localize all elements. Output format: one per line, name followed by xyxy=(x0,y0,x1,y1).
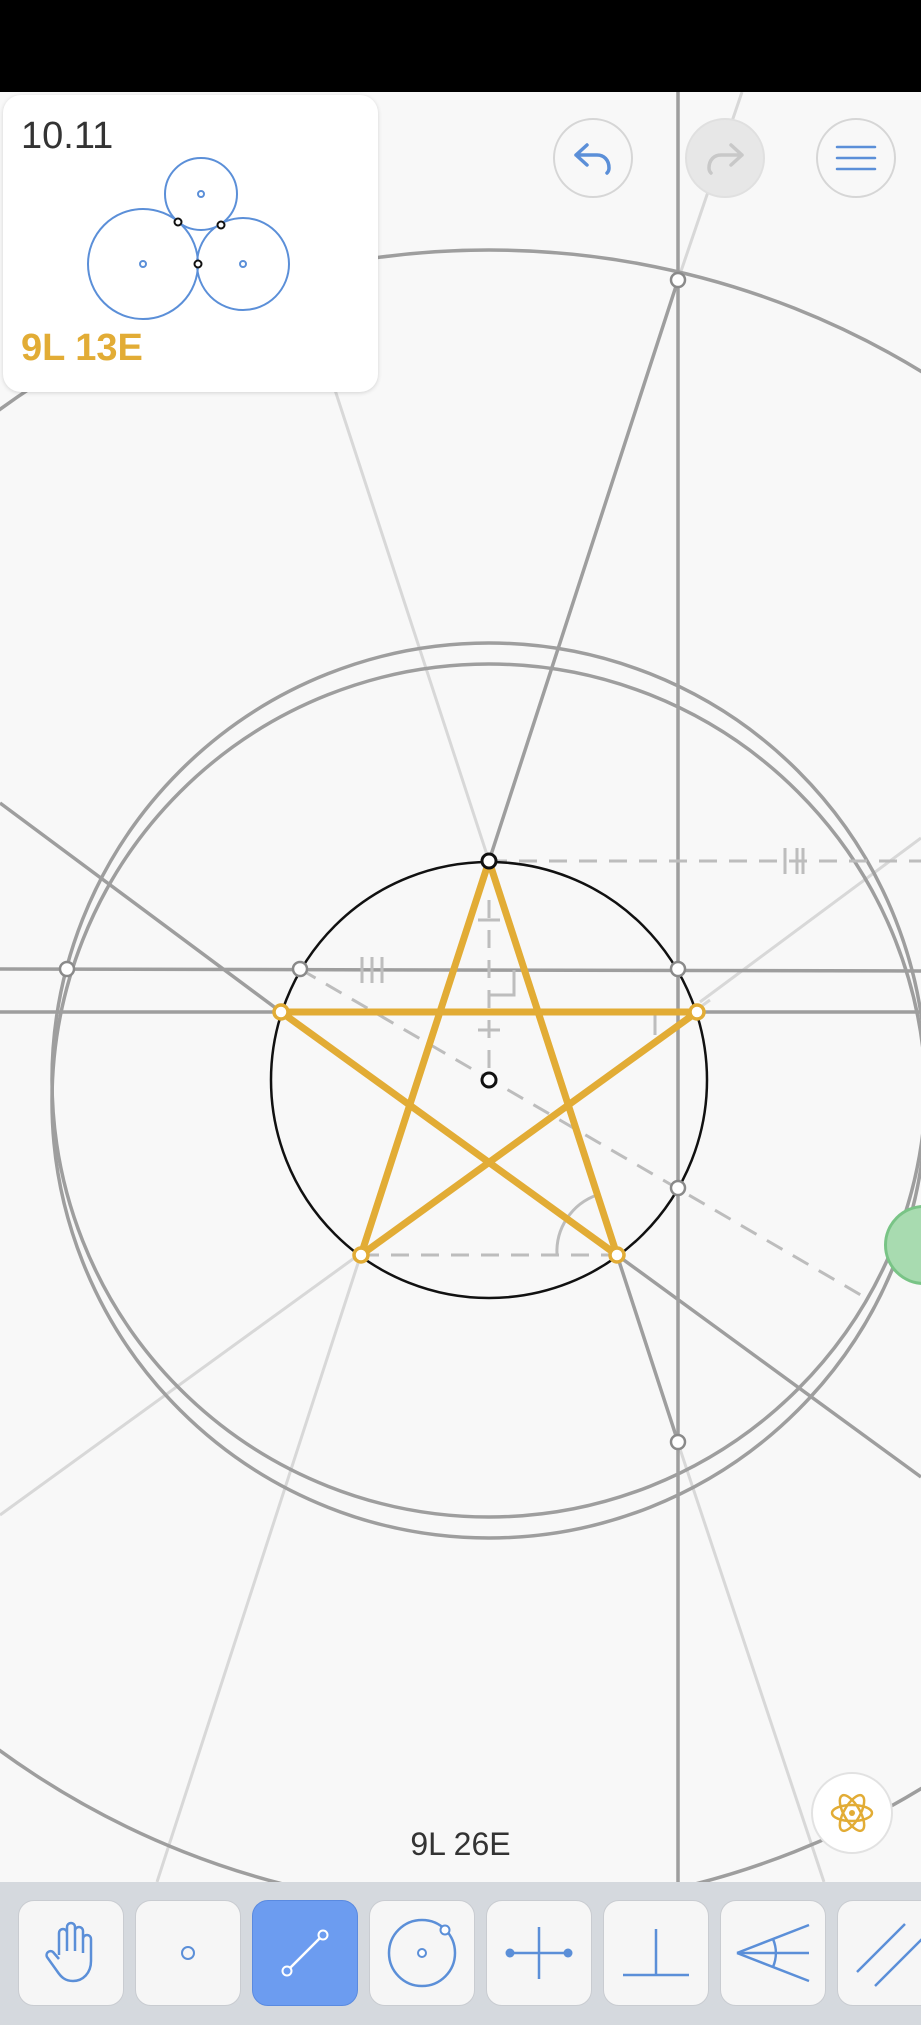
angle-bisector-icon xyxy=(736,1923,810,1983)
status-bar xyxy=(0,0,921,92)
tool-circle[interactable] xyxy=(369,1900,475,2006)
level-number: 10.11 xyxy=(21,115,114,157)
black-points[interactable] xyxy=(480,852,498,1089)
line-icon xyxy=(281,1929,329,1977)
marker-ticks xyxy=(360,848,805,1256)
tool-perpendicular[interactable] xyxy=(603,1900,709,2006)
toolbar xyxy=(0,1882,921,2025)
redo-button[interactable] xyxy=(685,118,765,198)
construction-lines xyxy=(0,92,921,1882)
tool-parallel[interactable] xyxy=(837,1900,921,2006)
level-goal: 9L 13E xyxy=(21,327,143,369)
grey-points[interactable] xyxy=(58,271,687,1451)
redo-arrow-icon xyxy=(707,143,744,175)
tool-line[interactable] xyxy=(252,1900,358,2006)
undo-arrow-icon xyxy=(574,143,611,175)
tool-move[interactable] xyxy=(18,1900,124,2006)
construction-circles xyxy=(0,248,921,1882)
point-icon xyxy=(181,1946,195,1960)
construction-canvas[interactable] xyxy=(0,92,921,1882)
hand-icon xyxy=(45,1921,93,1983)
atom-hint-icon xyxy=(830,1793,874,1833)
hint-button[interactable] xyxy=(811,1772,893,1854)
tool-point[interactable] xyxy=(135,1900,241,2006)
move-counter: 9L 26E xyxy=(410,1826,511,1862)
level-card: 10.11 9L 13E xyxy=(3,95,378,392)
parallel-icon xyxy=(856,1923,921,1987)
goal-preview xyxy=(87,157,290,320)
menu-button[interactable] xyxy=(816,118,896,198)
perpendicular-bisector-icon xyxy=(505,1927,573,1979)
pentagram-points[interactable] xyxy=(272,1003,706,1264)
undo-button[interactable] xyxy=(553,118,633,198)
tool-angle-bisector[interactable] xyxy=(720,1900,826,2006)
dashed-guides xyxy=(299,859,921,1300)
perpendicular-icon xyxy=(623,1929,689,1977)
pentagram xyxy=(278,859,700,1258)
circle-icon xyxy=(387,1918,457,1988)
tool-perpendicular-bisector[interactable] xyxy=(486,1900,592,2006)
hamburger-menu-icon xyxy=(835,145,877,171)
